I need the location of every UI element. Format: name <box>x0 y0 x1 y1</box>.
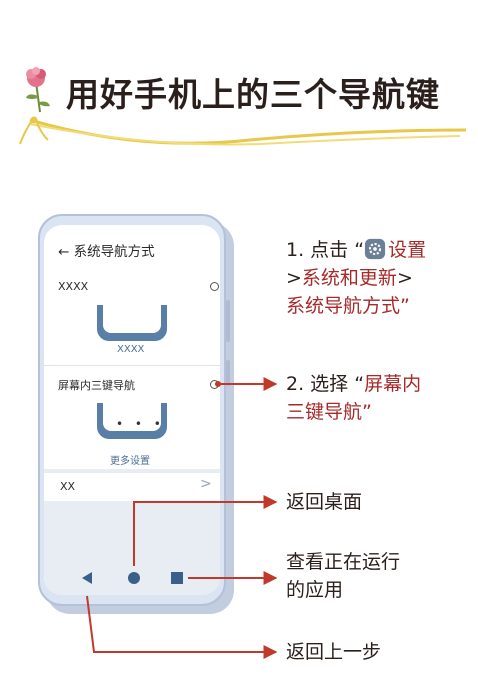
step2-choice-line1: 屏幕内 <box>364 373 422 395</box>
step1-gt2: > <box>396 267 413 289</box>
recent-label-line2: 的应用 <box>286 579 344 601</box>
three-key-dots: • • • <box>116 417 165 431</box>
page-title: 用好手机上的三个导航键 <box>66 75 440 114</box>
gear-icon <box>364 238 386 260</box>
screen-header[interactable]: ← 系统导航方式 <box>58 244 155 260</box>
ribbon-icon <box>19 116 467 146</box>
three-key-mock-phone <box>97 403 167 439</box>
recent-label: 查看正在运行 的应用 <box>286 548 400 604</box>
home-circle-icon[interactable] <box>127 571 141 585</box>
home-label: 返回桌面 <box>286 491 363 513</box>
three-key-mock-label[interactable]: 更多设置 <box>110 456 150 467</box>
power-button <box>226 360 230 386</box>
step1-instruction: 1. 点击 “ 设置 >系统和更新> 系统导航方式” <box>286 236 426 320</box>
option-separator <box>44 365 220 366</box>
back-label: 返回上一步 <box>286 641 382 663</box>
step2-close-quote: ” <box>362 401 372 423</box>
gesture-option-label[interactable]: XXXX <box>58 280 89 293</box>
step1-nav: 系统导航方式 <box>286 295 401 317</box>
step2-instruction: 2. 选择 “屏幕内 三键导航” <box>286 370 421 426</box>
recent-square-icon[interactable] <box>170 571 184 585</box>
gesture-mock-phone <box>97 305 167 341</box>
back-triangle-icon[interactable] <box>80 571 94 585</box>
step2-line1: 2. 选择 “屏幕内 <box>286 370 421 398</box>
step2-choice-line2: 三键导航 <box>286 401 363 423</box>
gesture-mock-label: XXXX <box>117 344 145 355</box>
volume-button <box>226 300 230 342</box>
step2-line2: 三键导航” <box>286 398 421 426</box>
step1-prefix: 1. 点击 “ <box>286 239 365 261</box>
step2-prefix: 2. 选择 “ <box>286 373 365 395</box>
step1-gt1: > <box>286 267 302 289</box>
recent-label-line1: 查看正在运行 <box>286 551 401 573</box>
gesture-radio[interactable] <box>210 282 219 291</box>
step1-line2: >系统和更新> <box>286 264 426 292</box>
step1-line3: 系统导航方式” <box>286 292 426 320</box>
more-row-label[interactable]: XX <box>60 480 76 493</box>
chevron-right-icon[interactable]: > <box>200 476 212 492</box>
phone-screen: ← 系统导航方式 XXXX XXXX 屏幕内三键导航 • • • 更多设置 XX… <box>44 225 220 595</box>
section-gap <box>44 469 220 473</box>
step1-line1: 1. 点击 “ 设置 <box>286 236 426 264</box>
step1-system: 系统和更新 <box>301 267 397 289</box>
step1-settings: 设置 <box>388 239 427 261</box>
step1-close-quote: ” <box>400 295 410 317</box>
flower-icon <box>26 67 50 113</box>
three-key-option-label[interactable]: 屏幕内三键导航 <box>58 379 135 392</box>
